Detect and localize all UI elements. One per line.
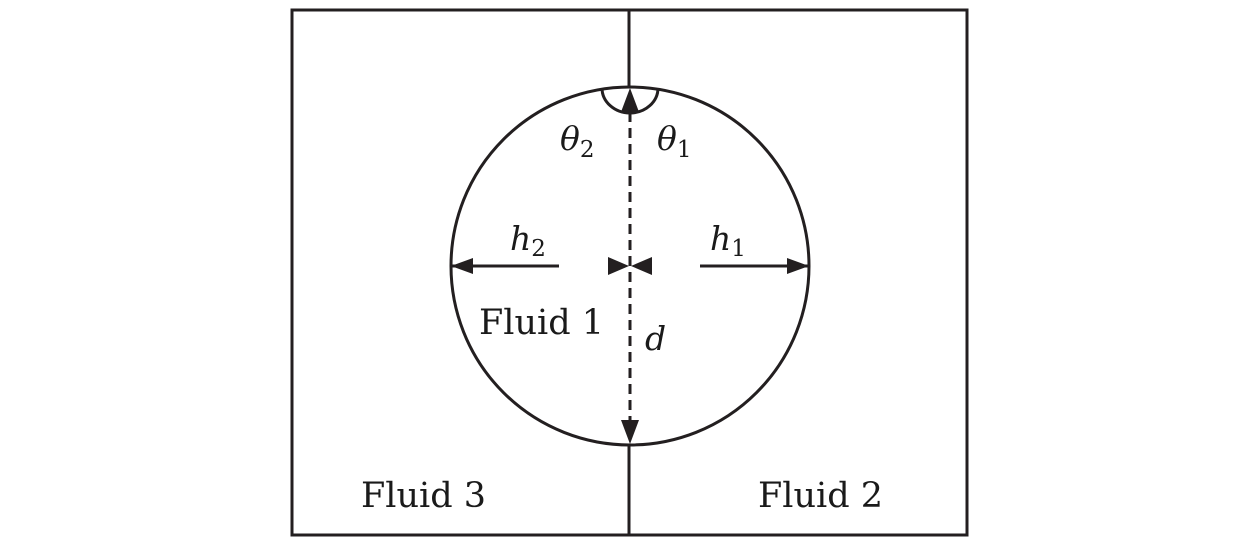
theta2-label: θ2 xyxy=(560,119,595,163)
center-marker-right xyxy=(631,257,652,275)
d-arrow-down xyxy=(621,420,639,444)
fluid1-label: Fluid 1 xyxy=(479,303,604,343)
h1-label: h1 xyxy=(710,219,746,262)
fluid3-label: Fluid 3 xyxy=(361,476,486,516)
center-marker-left xyxy=(608,257,629,275)
d-label: d xyxy=(645,319,666,358)
h2-label: h2 xyxy=(510,219,546,262)
theta1-label: θ1 xyxy=(657,119,692,163)
d-arrow-up xyxy=(621,88,639,112)
fluid2-label: Fluid 2 xyxy=(758,476,883,516)
